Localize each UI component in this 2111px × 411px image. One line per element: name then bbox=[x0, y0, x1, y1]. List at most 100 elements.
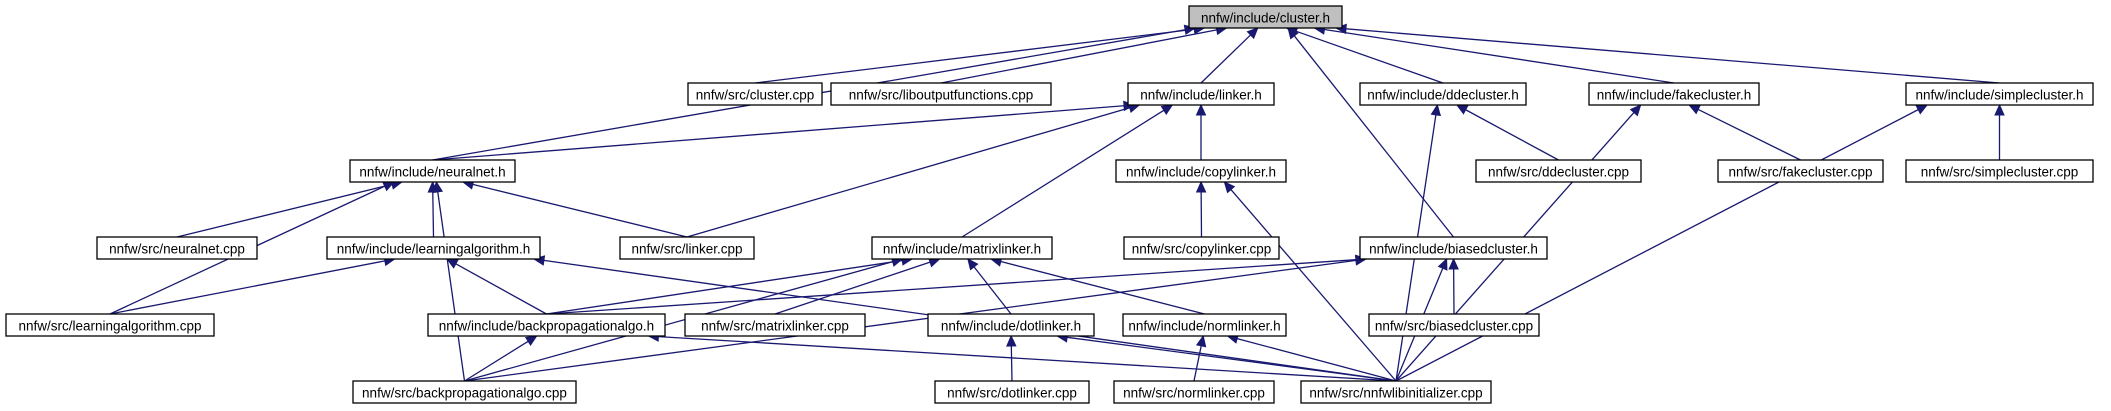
node-ddecluster-cpp[interactable]: nnfw/src/ddecluster.cpp bbox=[1475, 159, 1642, 183]
node-box[interactable] bbox=[1300, 380, 1492, 404]
node-cluster-cpp[interactable]: nnfw/src/cluster.cpp bbox=[687, 82, 823, 106]
node-box[interactable] bbox=[871, 236, 1053, 260]
edge-line bbox=[1200, 34, 1252, 84]
node-box[interactable] bbox=[1122, 313, 1287, 337]
node-box[interactable] bbox=[687, 82, 823, 106]
node-box[interactable] bbox=[427, 313, 666, 337]
edge-nnfwlibinit-cpp-to-normlinker-h bbox=[1226, 333, 1397, 382]
node-label: nnfw/src/simplecluster.cpp bbox=[1921, 165, 2079, 180]
node-linker-cpp[interactable]: nnfw/src/linker.cpp bbox=[619, 236, 755, 260]
node-normlinker-h[interactable]: nnfw/include/normlinker.h bbox=[1122, 313, 1287, 337]
edge-line bbox=[546, 259, 903, 315]
node-biasedcluster-cpp[interactable]: nnfw/src/biasedcluster.cpp bbox=[1368, 313, 1540, 337]
edge-simplecluster-cpp-to-simplecluster-h bbox=[1994, 103, 2005, 160]
edge-neuralnet-h-to-linker-h bbox=[432, 100, 1136, 161]
node-box[interactable] bbox=[684, 313, 866, 337]
node-box[interactable] bbox=[1115, 159, 1287, 183]
edge-line bbox=[464, 259, 1357, 382]
node-label: nnfw/src/copylinker.cpp bbox=[1132, 242, 1272, 257]
node-dotlinker-h[interactable]: nnfw/include/dotlinker.h bbox=[927, 313, 1095, 337]
node-label: nnfw/include/backpropagationalgo.h bbox=[439, 319, 654, 334]
arrowhead-icon bbox=[1994, 103, 2005, 116]
node-box[interactable] bbox=[352, 380, 577, 404]
node-biasedcluster-h[interactable]: nnfw/include/biasedcluster.h bbox=[1359, 236, 1548, 260]
edge-line bbox=[1345, 28, 2000, 84]
node-box[interactable] bbox=[1368, 313, 1540, 337]
node-matrixlinker-cpp[interactable]: nnfw/src/matrixlinker.cpp bbox=[684, 313, 866, 337]
node-nnfwlibinit-cpp[interactable]: nnfw/src/nnfwlibinitializer.cpp bbox=[1300, 380, 1492, 404]
arrowhead-icon bbox=[432, 180, 444, 194]
edge-line bbox=[1697, 108, 1801, 161]
edge-line bbox=[1193, 345, 1202, 382]
node-fakecluster-h[interactable]: nnfw/include/fakecluster.h bbox=[1588, 82, 1760, 106]
node-ddecluster-h[interactable]: nnfw/include/ddecluster.h bbox=[1359, 82, 1527, 106]
arrowhead-icon bbox=[1195, 334, 1207, 348]
edge-line bbox=[658, 335, 1397, 382]
node-box[interactable] bbox=[1188, 5, 1343, 29]
arrowhead-icon bbox=[967, 258, 979, 271]
node-box[interactable] bbox=[1123, 236, 1280, 260]
arrowhead-icon bbox=[1455, 104, 1469, 115]
arrowhead-icon bbox=[1629, 104, 1642, 117]
arrowhead-icon bbox=[1688, 104, 1701, 115]
node-matrixlinker-h[interactable]: nnfw/include/matrixlinker.h bbox=[871, 236, 1053, 260]
node-copylinker-h[interactable]: nnfw/include/copylinker.h bbox=[1115, 159, 1287, 183]
edge-cluster-cpp-to-cluster-h bbox=[754, 24, 1206, 84]
edge-simplecluster-h-to-cluster-h bbox=[1334, 23, 2000, 84]
edge-line bbox=[754, 28, 1195, 84]
node-box[interactable] bbox=[927, 313, 1095, 337]
node-dotlinker-cpp[interactable]: nnfw/src/dotlinker.cpp bbox=[934, 380, 1090, 404]
node-learningalgorithm-h[interactable]: nnfw/include/learningalgorithm.h bbox=[326, 236, 541, 260]
edge-linker-cpp-to-linker-h bbox=[686, 102, 1141, 238]
edge-line bbox=[109, 260, 385, 315]
node-label: nnfw/src/fakecluster.cpp bbox=[1728, 165, 1872, 180]
node-linker-h[interactable]: nnfw/include/linker.h bbox=[1127, 82, 1275, 106]
node-normlinker-cpp[interactable]: nnfw/src/normlinker.cpp bbox=[1113, 380, 1275, 404]
node-box[interactable] bbox=[96, 236, 258, 260]
arrowhead-icon bbox=[1287, 27, 1299, 40]
node-backprop-cpp[interactable]: nnfw/src/backpropagationalgo.cpp bbox=[352, 380, 577, 404]
node-cluster-h[interactable]: nnfw/include/cluster.h bbox=[1188, 5, 1343, 29]
node-learningalgorithm-cpp[interactable]: nnfw/src/learningalgorithm.cpp bbox=[5, 313, 215, 337]
node-box[interactable] bbox=[1717, 159, 1884, 183]
node-box[interactable] bbox=[326, 236, 541, 260]
node-box[interactable] bbox=[5, 313, 215, 337]
node-box[interactable] bbox=[1475, 159, 1642, 183]
node-label: nnfw/include/normlinker.h bbox=[1128, 319, 1280, 334]
node-label: nnfw/include/fakecluster.h bbox=[1597, 88, 1752, 103]
edge-line bbox=[176, 183, 393, 238]
arrowhead-icon bbox=[1448, 257, 1459, 270]
edge-line bbox=[464, 340, 529, 382]
node-box[interactable] bbox=[1588, 82, 1760, 106]
node-box[interactable] bbox=[1113, 380, 1275, 404]
edge-line bbox=[1296, 30, 1444, 84]
node-liboutput-cpp[interactable]: nnfw/src/liboutputfunctions.cpp bbox=[830, 82, 1052, 106]
edge-fakecluster-cpp-to-fakecluster-h bbox=[1688, 104, 1801, 161]
node-neuralnet-cpp[interactable]: nnfw/src/neuralnet.cpp bbox=[96, 236, 258, 260]
edge-dotlinker-h-to-matrixlinker-h bbox=[967, 258, 1012, 315]
node-label: nnfw/src/normlinker.cpp bbox=[1123, 386, 1265, 401]
node-box[interactable] bbox=[1905, 159, 2094, 183]
edge-line bbox=[546, 259, 1357, 315]
edge-line bbox=[455, 263, 547, 315]
node-box[interactable] bbox=[1127, 82, 1275, 106]
edge-ddecluster-cpp-to-ddecluster-h bbox=[1455, 104, 1559, 161]
node-box[interactable] bbox=[1359, 236, 1548, 260]
node-copylinker-cpp[interactable]: nnfw/src/copylinker.cpp bbox=[1123, 236, 1280, 260]
node-box[interactable] bbox=[934, 380, 1090, 404]
node-simplecluster-h[interactable]: nnfw/include/simplecluster.h bbox=[1905, 82, 2094, 106]
edge-line bbox=[1465, 109, 1559, 161]
node-label: nnfw/include/simplecluster.h bbox=[1915, 88, 2083, 103]
node-simplecluster-cpp[interactable]: nnfw/src/simplecluster.cpp bbox=[1905, 159, 2094, 183]
node-box[interactable] bbox=[1359, 82, 1527, 106]
node-box[interactable] bbox=[619, 236, 755, 260]
node-fakecluster-cpp[interactable]: nnfw/src/fakecluster.cpp bbox=[1717, 159, 1884, 183]
node-box[interactable] bbox=[830, 82, 1052, 106]
node-box[interactable] bbox=[1905, 82, 2094, 106]
node-backprop-h[interactable]: nnfw/include/backpropagationalgo.h bbox=[427, 313, 666, 337]
node-label: nnfw/include/ddecluster.h bbox=[1367, 88, 1519, 103]
node-box[interactable] bbox=[349, 159, 516, 183]
edge-nnfwlibinit-cpp-to-copylinker-h bbox=[1223, 181, 1397, 382]
node-neuralnet-h[interactable]: nnfw/include/neuralnet.h bbox=[349, 159, 516, 183]
